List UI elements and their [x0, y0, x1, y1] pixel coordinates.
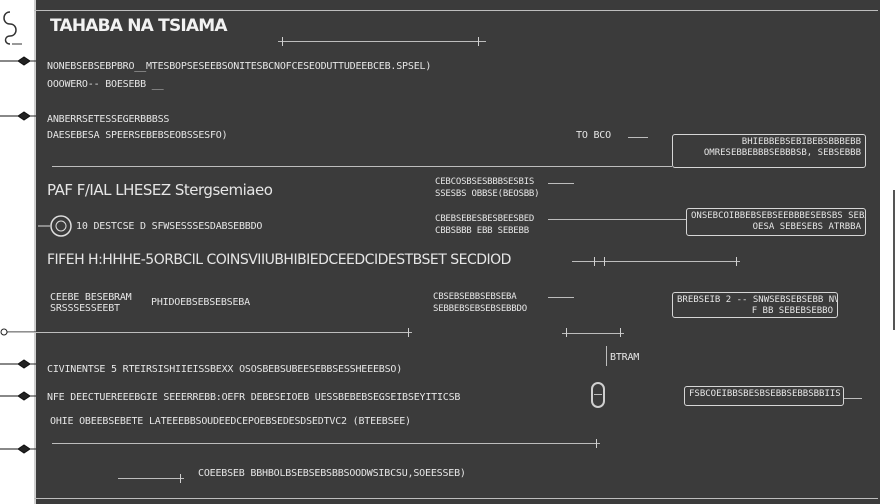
- bottom-border: [34, 498, 878, 499]
- row-text: 10 DESTCSE D SFWSESSSESDABSEBBDO: [76, 221, 263, 232]
- box-line: ONSEBCOIBBEBSEBSEEBBBESEBSBS SEBA: [691, 211, 866, 221]
- value-box[interactable]: BHIEBBEBSEBIBEBSBBBEBB OMRESEBBEBBBSEBBB…: [672, 134, 866, 168]
- center-label: CBSEBSEBBSEBSEBA SEBBEBSEBSEBSEBBDO: [433, 292, 527, 314]
- row-heading: PAF F/IAL LHESEZ Stergsemiaeo: [47, 181, 273, 199]
- right-margin: [880, 0, 896, 504]
- top-border: [34, 10, 878, 11]
- toggle-knob[interactable]: [591, 382, 605, 408]
- row-subtext: DAESEBESA SPEERSEBEBSEOBSSESFO): [47, 130, 228, 141]
- box-line: BREBSEIB 2 -- SNWSEBSEBSEBB NV: [677, 295, 838, 305]
- row-subtext: OOOWERO-- BOESEBB __: [47, 79, 164, 90]
- box-line: OMRESEBBEBBBSEBBBSB, SEBSEBBB: [703, 148, 861, 158]
- row-text: NFE DEECTUEREEEBGIE SEEERREBB:OEFR DEBES…: [47, 392, 461, 403]
- top-right-label: TO BCO: [576, 130, 611, 141]
- rule-tick: [282, 37, 283, 46]
- side-margin-text: [0, 195, 10, 285]
- row-divider: [52, 166, 672, 167]
- center-label: CBEBSEBESBESBEESBED CBBSBBB EBB SEBEBB: [435, 214, 535, 236]
- rule-tick: [180, 474, 181, 483]
- connector-pin-icon[interactable]: [0, 443, 36, 455]
- label-rule: [628, 137, 648, 138]
- row-text: COEEBSEB BBHBOLBSEBSEBSBBSOODWSIBCSU,SOE…: [198, 468, 466, 479]
- connector-rule: [548, 219, 686, 220]
- box-rule: [844, 398, 862, 399]
- main-panel: [34, 0, 880, 504]
- center-label: CEBCOSBSESBBBSESBIS SSESBS OBBSE(BEOSBB): [435, 177, 540, 199]
- row-text: CIVINENTSE 5 RTEIRSISHIIEISSBEXX OSOSBEB…: [47, 364, 403, 375]
- connector-pin-icon[interactable]: [0, 390, 36, 402]
- row-subtext: SRSSSESSEEBT: [50, 303, 120, 314]
- row-heading: FIFEH H:HHHE-5ORBCIL COINSVIIUBHIBIEDCEE…: [47, 252, 511, 268]
- hook-icon: [0, 10, 22, 46]
- label-rule: [548, 297, 574, 298]
- row-rule: [572, 261, 740, 262]
- box-line: FSBCOEIBBSBESBSEBBSEBBSBBIIS: [689, 389, 841, 399]
- connector-pin-icon[interactable]: [0, 55, 36, 67]
- page-title: TAHABA NA TSIAMA: [50, 16, 228, 36]
- rule-tick: [596, 439, 597, 448]
- rule-tick: [478, 37, 479, 46]
- rule-tick: [736, 257, 737, 266]
- connector-pin-icon[interactable]: [0, 358, 36, 370]
- box-line: F BB SEBEBSEBBO: [751, 306, 833, 316]
- connector-pin-icon[interactable]: [0, 110, 36, 122]
- circle-node-icon[interactable]: [38, 213, 74, 239]
- rule-tick: [408, 328, 409, 337]
- label-rule: [548, 183, 574, 184]
- row-subtext: OHIE OBEEBSEBETE LATEEEBBSOUDEEDCEPOEBSE…: [50, 416, 411, 427]
- box-line: OESA SEBESEBS ATRBBA: [752, 222, 861, 232]
- row-text: ANBERRSETESSEGERBBBSS: [47, 114, 170, 125]
- row-text: NONEBSEBSEBPBRO__MTESBOPSESEEBSONITESBCN…: [47, 61, 432, 72]
- center-label: BTRAM: [610, 352, 640, 363]
- row-text: CEEBE BESEBRAM: [50, 292, 132, 303]
- row-divider: [8, 332, 412, 333]
- rule-tick: [566, 328, 567, 337]
- box-line: BHIEBBEBSEBIBEBSBBBEBB: [741, 137, 861, 147]
- value-box[interactable]: FSBCOEIBBSBESBSEBBSEBBSBBIIS: [684, 386, 844, 406]
- rule-tick: [620, 328, 621, 337]
- title-rule: [278, 41, 486, 42]
- rule-tick: [594, 257, 595, 266]
- marker-line: [606, 346, 607, 366]
- right-margin-bar: [893, 190, 895, 330]
- row-divider: [52, 443, 600, 444]
- short-rule: [562, 333, 624, 334]
- value-box[interactable]: ONSEBCOIBBEBSEBSEEBBBESEBSBS SEBA OESA S…: [686, 208, 866, 236]
- row-rule: [118, 478, 184, 479]
- knob-mark: [594, 394, 602, 395]
- value-box[interactable]: BREBSEIB 2 -- SNWSEBSEBSEBB NV F BB SEBE…: [672, 292, 838, 318]
- rule-tick: [604, 257, 605, 266]
- row-text: PHIDOEBSEBSEBSEBA: [151, 297, 250, 308]
